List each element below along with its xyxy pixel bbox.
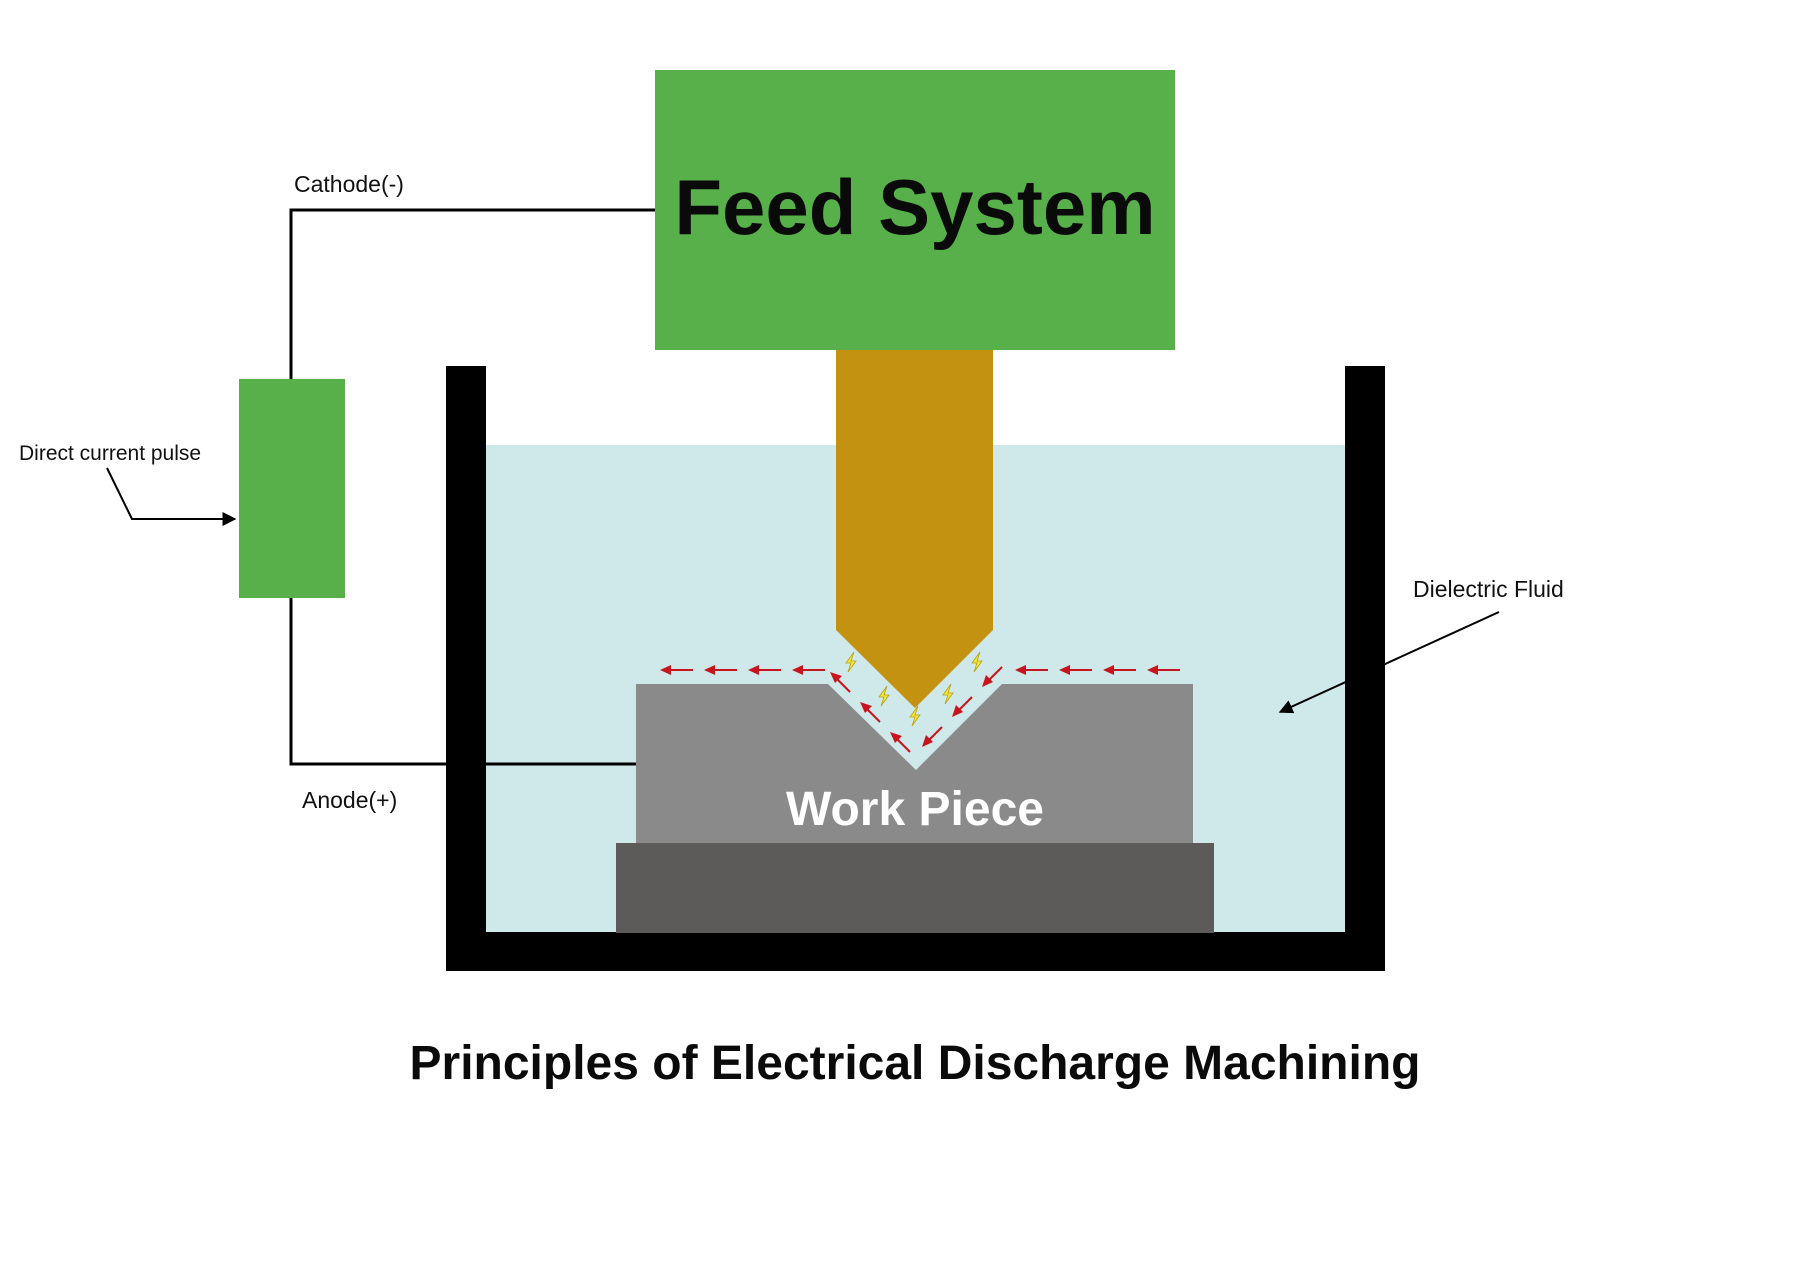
- flow-arrow-icon: [860, 702, 881, 723]
- flow-arrow-icon: [830, 672, 851, 693]
- flow-arrow-icon: [1147, 665, 1180, 675]
- anode-wire: [289, 598, 636, 766]
- lightning-bolt-icon: [942, 683, 954, 705]
- flow-arrow-icon: [982, 666, 1003, 687]
- flow-arrow-icon: [890, 732, 911, 753]
- work-piece-label: Work Piece: [786, 783, 1044, 836]
- feed-system-label: Feed System: [674, 163, 1155, 251]
- flow-arrow-icon: [748, 665, 781, 675]
- machine-base: [616, 843, 1214, 933]
- sparks: [845, 651, 983, 727]
- electrode: [836, 348, 993, 708]
- flow-arrows: [660, 665, 1180, 753]
- flow-arrow-icon: [660, 665, 693, 675]
- dc-pulse-supply: [239, 379, 345, 598]
- flow-arrow-icon: [704, 665, 737, 675]
- lightning-bolt-icon: [845, 651, 857, 673]
- flow-arrow-icon: [1015, 665, 1048, 675]
- feed-system: [655, 70, 1175, 350]
- dielectric-fluid-label: Dielectric Fluid: [1413, 576, 1564, 602]
- flow-arrow-icon: [792, 665, 825, 675]
- anode-label: Anode(+): [302, 787, 397, 813]
- lightning-bolt-icon: [878, 685, 890, 707]
- lightning-bolt-icon: [909, 705, 921, 727]
- lightning-bolt-icon: [971, 651, 983, 673]
- tank-right-wall: [1345, 366, 1385, 971]
- diagram-caption: Principles of Electrical Discharge Machi…: [410, 1037, 1421, 1090]
- flow-arrow-icon: [952, 696, 973, 717]
- cathode-wire: [289, 208, 655, 379]
- flow-arrow-icon: [1103, 665, 1136, 675]
- work-piece: [636, 684, 1193, 843]
- tank-bottom: [446, 932, 1385, 971]
- dielectric-fluid-pointer: [1278, 611, 1500, 714]
- dc-pulse-pointer: [106, 467, 237, 526]
- dc-pulse-label: Direct current pulse: [19, 442, 201, 465]
- flow-arrow-icon: [1059, 665, 1092, 675]
- flow-arrow-icon: [922, 726, 943, 747]
- cathode-label: Cathode(-): [294, 171, 404, 197]
- tank-left-wall: [446, 366, 486, 971]
- tank: [446, 366, 1385, 971]
